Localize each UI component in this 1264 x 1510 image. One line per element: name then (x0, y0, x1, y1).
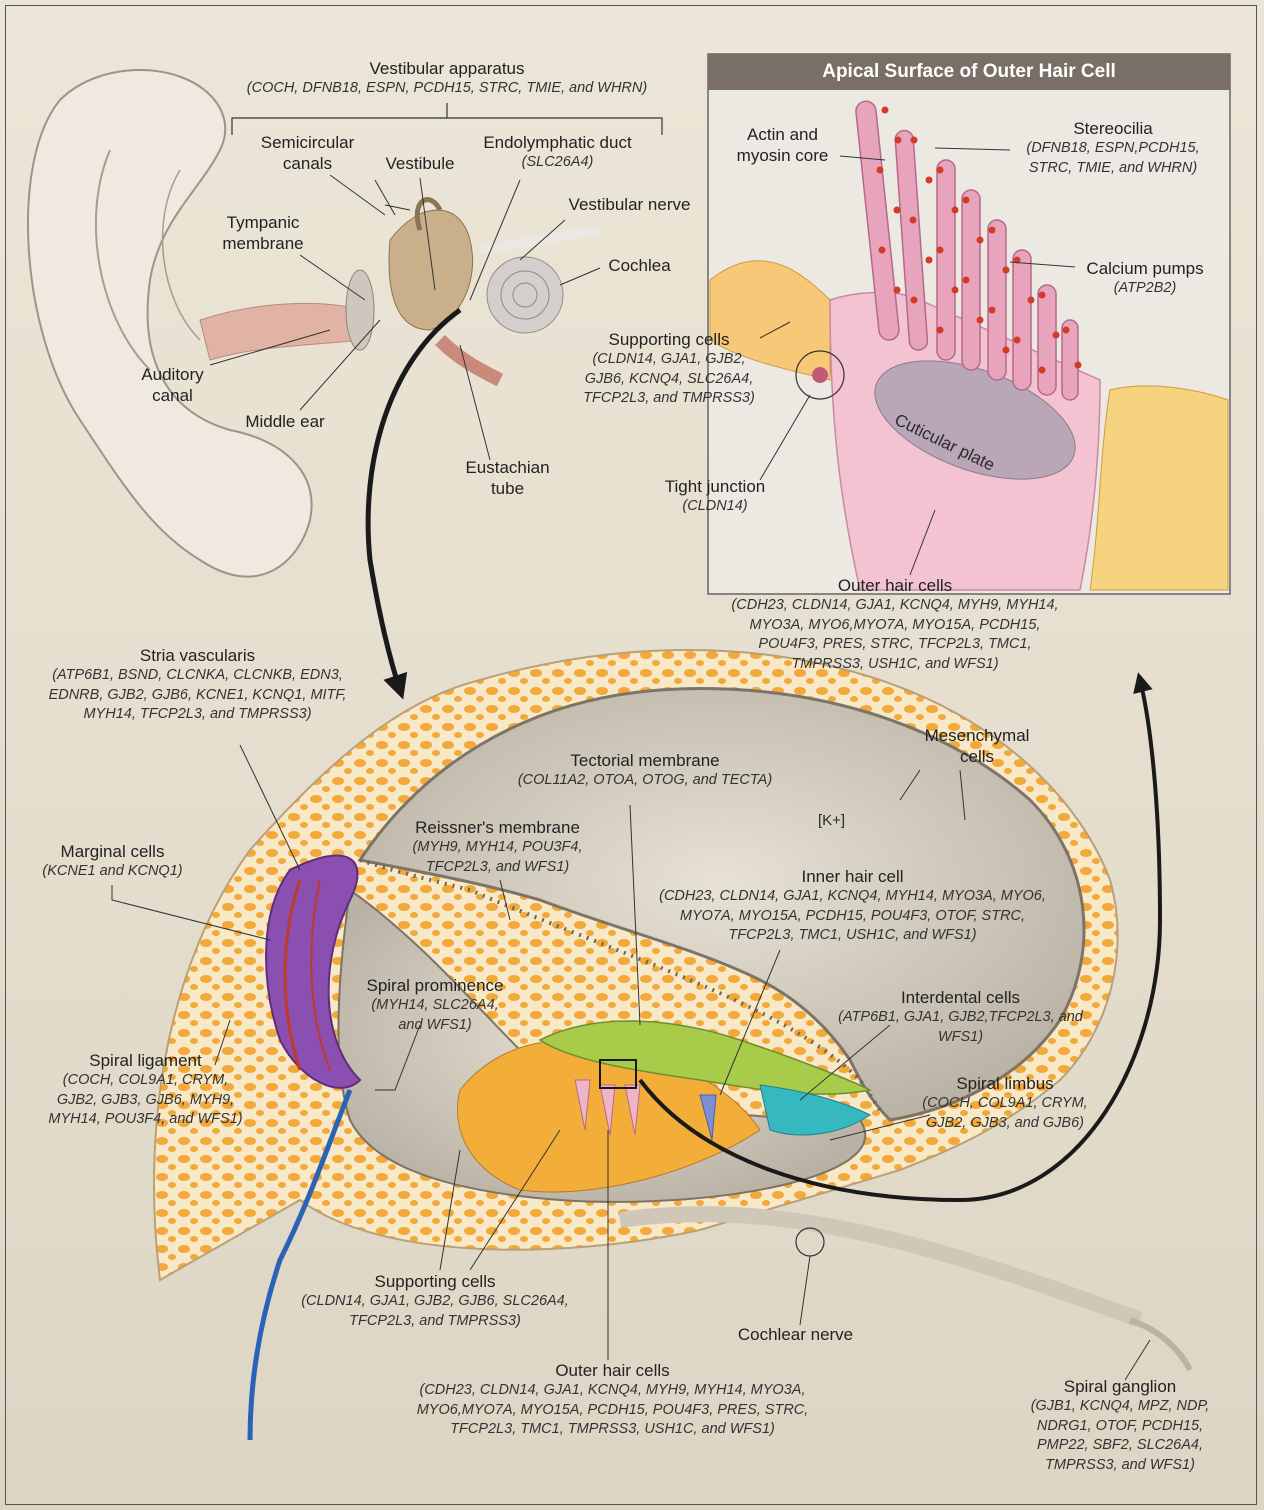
label-name: Stereocilia (1008, 118, 1218, 139)
label-genes: (ATP6B1, BSND, CLCNKA, CLCNKB, EDN3, EDN… (30, 666, 365, 725)
label-name: Eustachian tube (455, 457, 560, 499)
label-endolymphatic-duct: Endolymphatic duct (SLC26A4) (470, 132, 645, 173)
label-name: Spiral prominence (360, 975, 510, 996)
label-name: Outer hair cells (410, 1360, 815, 1381)
label-spiral-prominence: Spiral prominence (MYH14, SLC26A4, and W… (360, 975, 510, 1035)
label-name: Tympanic membrane (213, 212, 313, 254)
label-supporting-cells-bottom: Supporting cells (CLDN14, GJA1, GJB2, GJ… (285, 1271, 585, 1331)
label-genes: (COL11A2, OTOA, OTOG, and TECTA) (500, 771, 790, 791)
label-semicircular-canals: Semicircular canals (250, 132, 365, 174)
label-name: Spiral ligament (48, 1050, 243, 1071)
label-name: Semicircular canals (250, 132, 365, 174)
label-name: Spiral ganglion (1015, 1376, 1225, 1397)
label-calcium-pumps: Calcium pumps (ATP2B2) (1070, 258, 1220, 299)
label-genes: (CLDN14, GJA1, GJB2, GJB6, KCNQ4, SLC26A… (574, 350, 764, 409)
label-spiral-ligament: Spiral ligament (COCH, COL9A1, CRYM, GJB… (48, 1050, 243, 1130)
label-name: Actin and myosin core (725, 124, 840, 166)
label-name: Cochlear nerve (728, 1324, 863, 1345)
label-genes: (DFNB18, ESPN,PCDH15, STRC, TMIE, and WH… (1008, 139, 1218, 178)
label-tectorial-membrane: Tectorial membrane (COL11A2, OTOA, OTOG,… (500, 750, 790, 791)
label-cochlear-nerve: Cochlear nerve (728, 1324, 863, 1345)
label-tight-junction: Tight junction (CLDN14) (650, 476, 780, 517)
label-outer-hair-cells-top: Outer hair cells (CDH23, CLDN14, GJA1, K… (730, 575, 1060, 674)
label-name: Endolymphatic duct (470, 132, 645, 153)
label-genes: (KCNE1 and KCNQ1) (30, 862, 195, 882)
label-mesenchymal-cells: Mesenchymal cells (912, 725, 1042, 767)
label-genes: (COCH, COL9A1, CRYM, GJB2, GJB3, and GJB… (910, 1094, 1100, 1133)
label-name: Mesenchymal cells (912, 725, 1042, 767)
label-name: Inner hair cell (655, 866, 1050, 887)
label-vestibular-apparatus: Vestibular apparatus (COCH, DFNB18, ESPN… (226, 58, 668, 99)
label-spiral-limbus: Spiral limbus (COCH, COL9A1, CRYM, GJB2,… (910, 1073, 1100, 1133)
label-genes: (GJB1, KCNQ4, MPZ, NDP, NDRG1, OTOF, PCD… (1015, 1397, 1225, 1475)
label-name: Cochlea (602, 255, 677, 276)
label-stereocilia: Stereocilia (DFNB18, ESPN,PCDH15, STRC, … (1008, 118, 1218, 178)
label-stria-vascularis: Stria vascularis (ATP6B1, BSND, CLCNKA, … (30, 645, 365, 725)
inset-title: Apical Surface of Outer Hair Cell (708, 54, 1230, 90)
label-genes: (COCH, COL9A1, CRYM, GJB2, GJB3, GJB6, M… (48, 1071, 243, 1130)
label-genes: (ATP2B2) (1070, 279, 1220, 299)
label-name: Supporting cells (285, 1271, 585, 1292)
label-name: Vestibular nerve (557, 194, 702, 215)
label-name: Middle ear (245, 411, 325, 432)
label-cochlea: Cochlea (602, 255, 677, 276)
label-inner-hair-cell: Inner hair cell (CDH23, CLDN14, GJA1, KC… (655, 866, 1050, 946)
label-genes: (CDH23, CLDN14, GJA1, KCNQ4, MYH9, MYH14… (410, 1381, 815, 1440)
label-genes: (SLC26A4) (470, 153, 645, 173)
label-genes: (CLDN14) (650, 497, 780, 517)
label-name: Tectorial membrane (500, 750, 790, 771)
label-genes: (CLDN14, GJA1, GJB2, GJB6, SLC26A4, TFCP… (285, 1292, 585, 1331)
label-vestibule: Vestibule (375, 153, 465, 174)
label-name: Reissner's membrane (405, 817, 590, 838)
label-genes: (CDH23, CLDN14, GJA1, KCNQ4, MYH14, MYO3… (655, 887, 1050, 946)
label-name: Interdental cells (828, 987, 1093, 1008)
label-name: Tight junction (650, 476, 780, 497)
label-name: Marginal cells (30, 841, 195, 862)
potassium-label: [K+] (818, 812, 845, 829)
label-auditory-canal: Auditory canal (130, 364, 215, 406)
label-middle-ear: Middle ear (245, 411, 325, 432)
label-actin-myosin-core: Actin and myosin core (725, 124, 840, 166)
label-genes: (MYH14, SLC26A4, and WFS1) (360, 996, 510, 1035)
label-name: Supporting cells (574, 329, 764, 350)
label-genes: (CDH23, CLDN14, GJA1, KCNQ4, MYH9, MYH14… (730, 596, 1060, 674)
label-name: Vestibular apparatus (226, 58, 668, 79)
label-genes: (MYH9, MYH14, POU3F4, TFCP2L3, and WFS1) (405, 838, 590, 877)
label-reissners-membrane: Reissner's membrane (MYH9, MYH14, POU3F4… (405, 817, 590, 877)
label-supporting-cells-top: Supporting cells (CLDN14, GJA1, GJB2, GJ… (574, 329, 764, 409)
label-name: Calcium pumps (1070, 258, 1220, 279)
label-name: Outer hair cells (730, 575, 1060, 596)
label-name: Vestibule (375, 153, 465, 174)
label-name: Spiral limbus (910, 1073, 1100, 1094)
label-vestibular-nerve: Vestibular nerve (557, 194, 702, 215)
label-spiral-ganglion: Spiral ganglion (GJB1, KCNQ4, MPZ, NDP, … (1015, 1376, 1225, 1475)
label-interdental-cells: Interdental cells (ATP6B1, GJA1, GJB2,TF… (828, 987, 1093, 1047)
label-marginal-cells: Marginal cells (KCNE1 and KCNQ1) (30, 841, 195, 882)
label-tympanic-membrane: Tympanic membrane (213, 212, 313, 254)
label-eustachian-tube: Eustachian tube (455, 457, 560, 499)
label-genes: (ATP6B1, GJA1, GJB2,TFCP2L3, and WFS1) (828, 1008, 1093, 1047)
label-genes: (COCH, DFNB18, ESPN, PCDH15, STRC, TMIE,… (226, 79, 668, 99)
label-outer-hair-cells-bottom: Outer hair cells (CDH23, CLDN14, GJA1, K… (410, 1360, 815, 1440)
label-name: Stria vascularis (30, 645, 365, 666)
label-name: Auditory canal (130, 364, 215, 406)
